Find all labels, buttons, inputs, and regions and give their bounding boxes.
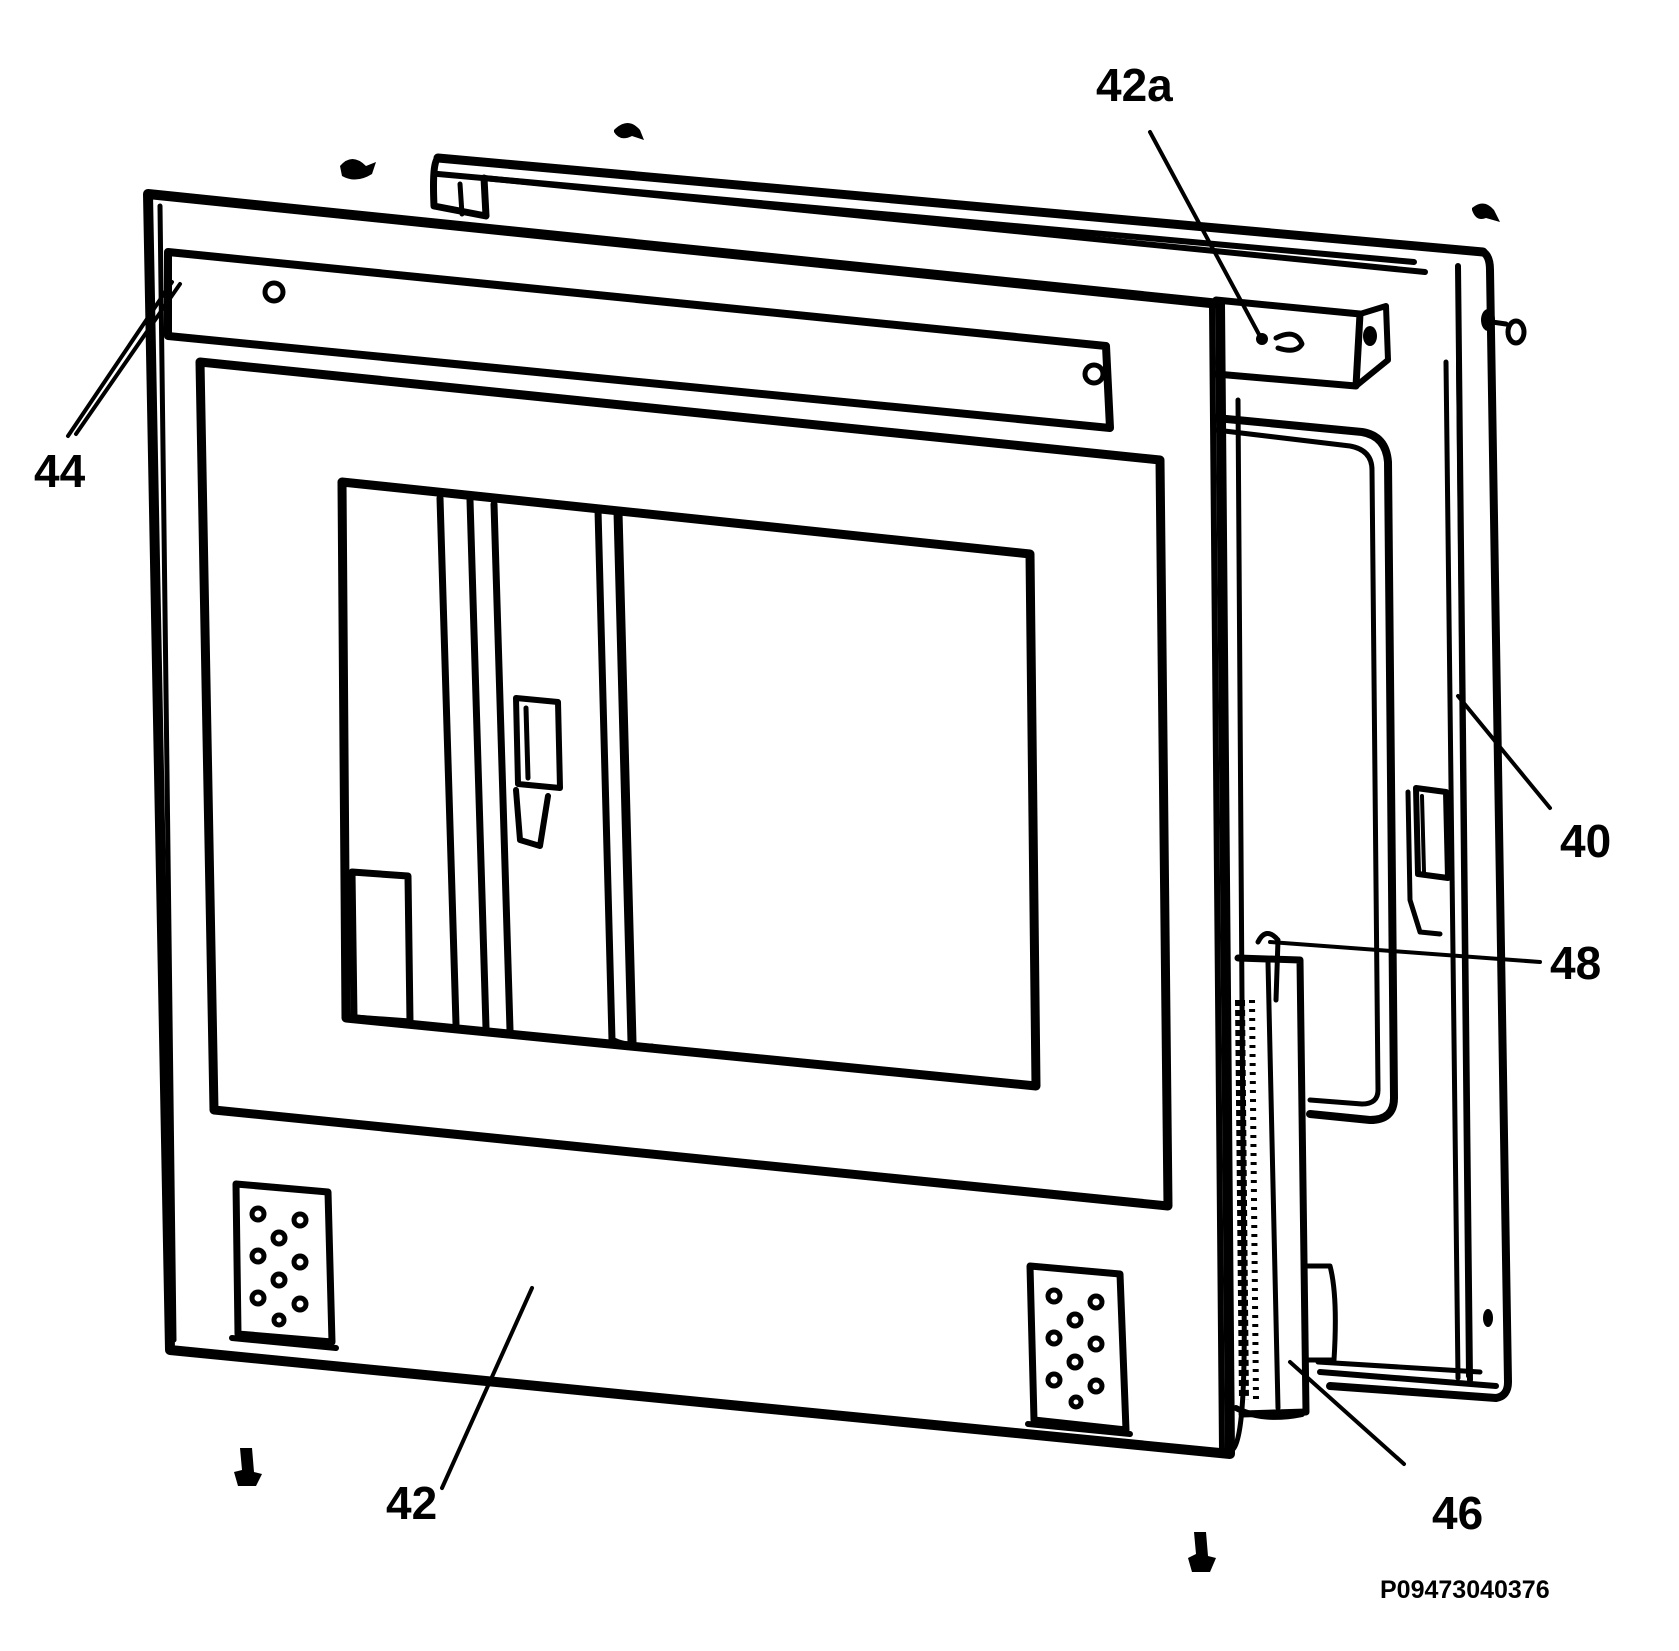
- leader-lines: [66, 130, 1552, 1490]
- label-46: 46: [1432, 1487, 1484, 1539]
- bracket-screw-slot: [1273, 331, 1305, 353]
- window-strip-3: [490, 500, 514, 1034]
- hinge-spring-b: [1249, 999, 1259, 1401]
- leader-44-b: [74, 282, 182, 436]
- window-corner-block: [348, 868, 414, 1026]
- hinge-body-mid: [1265, 959, 1281, 1411]
- rear-bracket-slot: [457, 181, 465, 217]
- rear-panel: [430, 153, 1527, 1402]
- hinge: [1233, 931, 1338, 1420]
- trim-screw-right: [1082, 362, 1106, 386]
- vent-left: [232, 1180, 336, 1346]
- window-strip-1: [436, 494, 460, 1028]
- window-strip-4: [594, 506, 616, 1044]
- loose-screw-5: [1188, 1532, 1216, 1572]
- leader-40: [1456, 694, 1552, 810]
- hinge-pin-48: [1255, 931, 1281, 1003]
- right-clip: [1413, 785, 1451, 881]
- label-42a: 42a: [1096, 59, 1173, 111]
- window-strip-corner: [611, 1037, 655, 1049]
- hinge-lower-block: [1303, 1263, 1338, 1363]
- leader-42: [440, 1286, 534, 1490]
- center-clip-hook: [513, 787, 551, 849]
- right-clip-hook: [1405, 789, 1443, 937]
- window-strip-2: [466, 496, 490, 1032]
- center-clip-slot: [523, 705, 531, 781]
- leader-42a: [1148, 130, 1264, 342]
- label-48: 48: [1550, 937, 1602, 989]
- front-panel: [143, 189, 1247, 1459]
- loose-screw-1: [340, 159, 376, 180]
- rear-bottom-lip-b: [1315, 1359, 1483, 1375]
- leader-44: [66, 280, 174, 438]
- vent-left-base: [229, 1335, 339, 1351]
- rear-top-rail-inner: [481, 175, 1428, 275]
- drawing-code: P09473040376: [1380, 1576, 1550, 1604]
- vent-left-holes: [249, 1205, 309, 1328]
- loose-screws: [234, 123, 1500, 1572]
- front-panel-side-depth: [1229, 397, 1247, 1453]
- front-panel-outline: [143, 189, 1235, 1459]
- label-40: 40: [1560, 815, 1612, 867]
- vent-right: [1026, 1262, 1130, 1434]
- hinge-screw-top-b: [1505, 318, 1527, 346]
- hinge-screw-top: [1481, 309, 1495, 331]
- front-panel-left-inner: [157, 203, 177, 1343]
- rear-right-channel-b: [1456, 360, 1470, 1378]
- trim-screw-left: [262, 280, 286, 304]
- upper-trim-strip: [164, 248, 1114, 432]
- vent-right-base: [1025, 1421, 1133, 1437]
- center-clip: [513, 695, 563, 791]
- hinge-screw-shaft: [1489, 319, 1509, 327]
- rear-inner-glass: [1212, 414, 1398, 1124]
- rear-right-channel: [1443, 359, 1461, 1381]
- hinge-bracket-42a-side: [1353, 303, 1391, 389]
- bracket-hole: [1363, 326, 1377, 346]
- glass-frame: [195, 357, 1173, 1211]
- window-glass: [337, 477, 1041, 1091]
- rear-inner-glass-b: [1213, 427, 1381, 1107]
- hinge-bracket-42a: [1212, 296, 1364, 390]
- rear-bottom-lip: [1317, 1369, 1499, 1389]
- loose-screw-4: [234, 1448, 262, 1486]
- rear-top-rail-edge: [433, 153, 1488, 257]
- loose-screw-3: [1472, 203, 1500, 222]
- leader-48: [1268, 940, 1542, 964]
- label-42: 42: [386, 1477, 438, 1529]
- right-clip-slot: [1420, 794, 1426, 874]
- vent-right-holes: [1045, 1287, 1105, 1410]
- label-44: 44: [34, 445, 86, 497]
- window-strip-5: [613, 507, 637, 1047]
- rear-top-rail-left-bracket: [430, 154, 490, 220]
- leader-46: [1288, 1360, 1406, 1466]
- hinge-screw-bottom: [1483, 1309, 1493, 1327]
- loose-screw-2: [614, 123, 644, 140]
- rear-right-frame: [1326, 248, 1512, 1402]
- hinge-body: [1234, 954, 1310, 1418]
- front-panel-right-edge: [1209, 303, 1225, 1453]
